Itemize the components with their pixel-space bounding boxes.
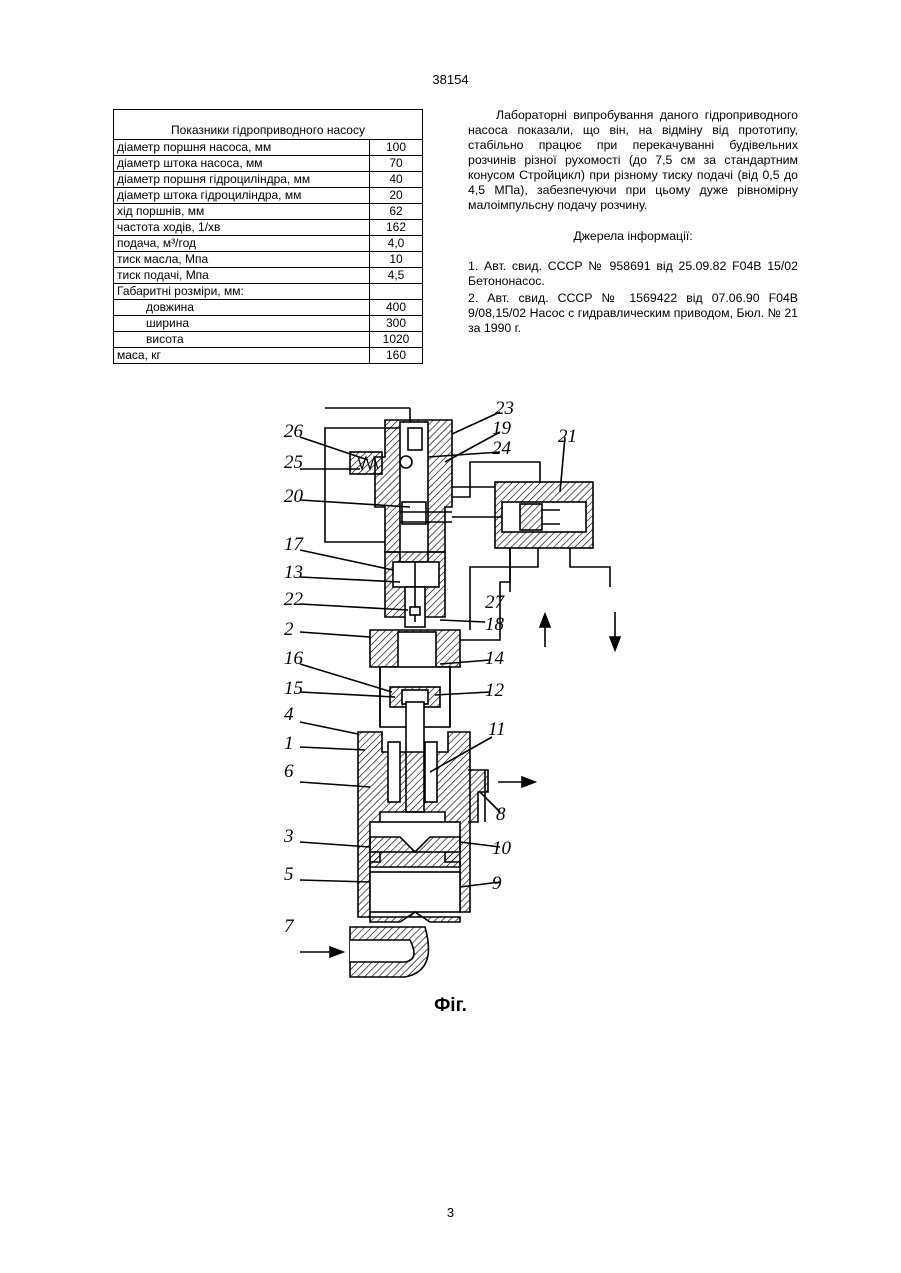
figure-label: 2: [284, 619, 294, 640]
table-row: подача, м³/год4,0: [114, 236, 423, 252]
spec-label: ширина: [114, 316, 370, 332]
table-row: довжина400: [114, 300, 423, 316]
spec-label: діаметр штока гідроциліндра, мм: [114, 188, 370, 204]
spec-value: 400: [370, 300, 423, 316]
body-paragraph: Лабораторні випробування даного гідропри…: [468, 108, 798, 213]
sources-title: Джерела інформації:: [468, 229, 798, 244]
spec-label: діаметр поршня насоса, мм: [114, 140, 370, 156]
table-row: маса, кг160: [114, 348, 423, 364]
spec-table-caption: Показники гідроприводного насосу: [114, 110, 423, 140]
figure-label: 3: [283, 826, 294, 847]
figure-label: 7: [284, 916, 295, 937]
figure-label: 24: [492, 438, 512, 459]
figure-label: 10: [492, 838, 512, 859]
figure-label: 8: [496, 804, 506, 825]
figure-label: 4: [284, 704, 294, 725]
table-row: діаметр штока насоса, мм70: [114, 156, 423, 172]
spec-value: 62: [370, 204, 423, 220]
figure-label: 21: [558, 426, 577, 447]
figure-label: 6: [284, 761, 294, 782]
spec-value: 10: [370, 252, 423, 268]
table-row: діаметр поршня гідроциліндра, мм40: [114, 172, 423, 188]
spec-label: діаметр штока насоса, мм: [114, 156, 370, 172]
spec-value: 4,0: [370, 236, 423, 252]
spec-value: 1020: [370, 332, 423, 348]
figure-label: 26: [284, 421, 304, 442]
spec-label: тиск масла, Мпа: [114, 252, 370, 268]
figure-label: 17: [284, 534, 305, 555]
spec-value: 20: [370, 188, 423, 204]
spec-label: хід поршнів, мм: [114, 204, 370, 220]
figure-label: 14: [485, 648, 505, 669]
spec-label: висота: [114, 332, 370, 348]
spec-table-caption-row: Показники гідроприводного насосу: [114, 110, 423, 140]
table-row: ширина300: [114, 316, 423, 332]
table-row: тиск масла, Мпа10: [114, 252, 423, 268]
figure-label: 18: [485, 614, 505, 635]
spec-label: діаметр поршня гідроциліндра, мм: [114, 172, 370, 188]
source-item: 2. Авт. свид. СССР № 1569422 від 07.06.9…: [468, 291, 798, 336]
table-row: хід поршнів, мм62: [114, 204, 423, 220]
figure-label: 1: [284, 733, 294, 754]
figure-label: 23: [495, 398, 514, 419]
figure-label: 20: [284, 486, 304, 507]
spec-value: 70: [370, 156, 423, 172]
spec-value: 40: [370, 172, 423, 188]
figure-label: 9: [492, 873, 502, 894]
table-row: Габаритні розміри, мм:: [114, 284, 423, 300]
spec-value: 4,5: [370, 268, 423, 284]
patent-number: 38154: [0, 72, 901, 87]
spec-value: 100: [370, 140, 423, 156]
table-row: тиск подачі, Мпа4,5: [114, 268, 423, 284]
spec-label: подача, м³/год: [114, 236, 370, 252]
figure-label: 19: [492, 418, 512, 439]
spec-label: маса, кг: [114, 348, 370, 364]
spec-label: Габаритні розміри, мм:: [114, 284, 370, 300]
spec-label: частота ходів, 1/хв: [114, 220, 370, 236]
figure-label: 25: [284, 452, 303, 473]
spec-table: Показники гідроприводного насосу діаметр…: [113, 109, 423, 364]
figure-label: 13: [284, 562, 303, 583]
table-row: діаметр поршня насоса, мм100: [114, 140, 423, 156]
figure-label: 11: [488, 719, 506, 740]
figure-label: 16: [284, 648, 304, 669]
source-item: 1. Авт. свид. СССР № 958691 від 25.09.82…: [468, 259, 798, 289]
spec-value: [370, 284, 423, 300]
figure-caption: Фіг.: [0, 995, 901, 1017]
body-column: Лабораторні випробування даного гідропри…: [468, 108, 798, 338]
spec-label: довжина: [114, 300, 370, 316]
table-row: частота ходів, 1/хв162: [114, 220, 423, 236]
figure-label: 15: [284, 678, 303, 699]
spec-value: 160: [370, 348, 423, 364]
figure-label: 5: [284, 864, 294, 885]
spec-value: 300: [370, 316, 423, 332]
page-number: 3: [0, 1205, 901, 1220]
table-row: висота1020: [114, 332, 423, 348]
figure-label: 22: [284, 589, 304, 610]
table-row: діаметр штока гідроциліндра, мм20: [114, 188, 423, 204]
spec-value: 162: [370, 220, 423, 236]
figure-label: 27: [485, 592, 506, 613]
pump-drawing: 26 25 20 17 13 22 2 16 15 4 1 6 3 5 7 23…: [270, 392, 630, 992]
spec-label: тиск подачі, Мпа: [114, 268, 370, 284]
figure-label: 12: [485, 680, 505, 701]
